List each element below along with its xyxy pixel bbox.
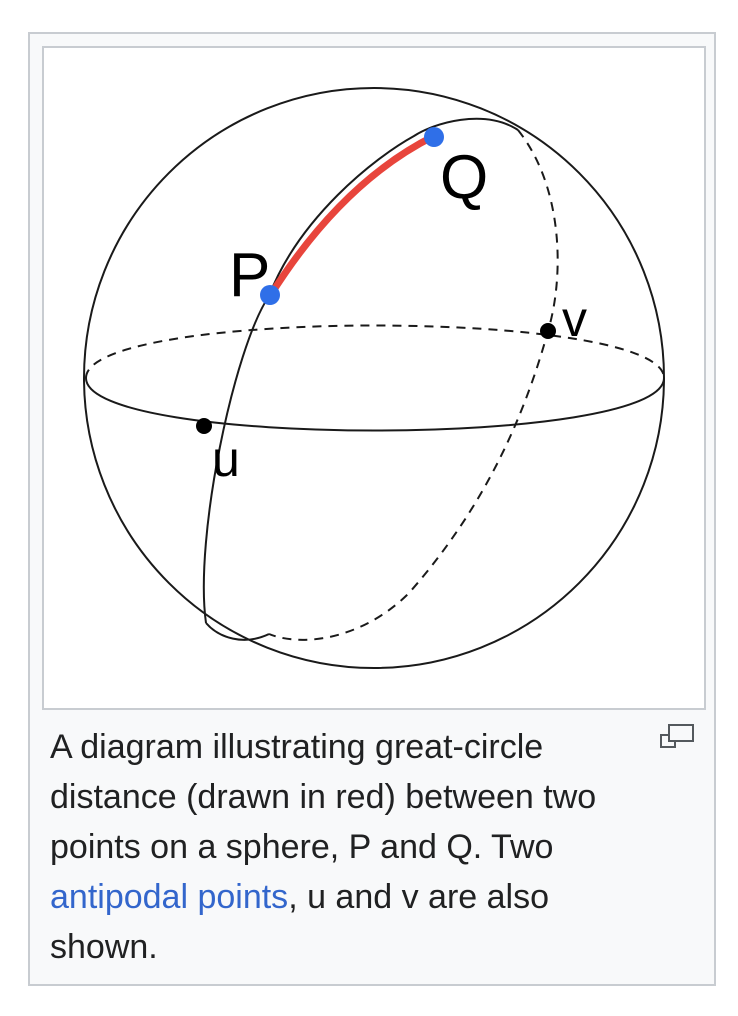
great-circle-front (202, 117, 519, 624)
caption-text-end: , u and v are also shown. (50, 878, 550, 966)
point-u (196, 418, 212, 434)
label-u: u (212, 431, 240, 487)
great-circle-distance-arc (266, 132, 438, 300)
great-circle-bottom (205, 622, 270, 641)
label-v: v (562, 291, 587, 347)
caption-text: A diagram illustrating great-circle dist… (50, 728, 597, 866)
equator-back (85, 324, 665, 379)
point-v (540, 323, 556, 339)
equator-front (85, 377, 665, 432)
magnify-icon[interactable] (660, 724, 694, 748)
figure-caption: A diagram illustrating great-circle dist… (50, 722, 650, 972)
point-p (260, 285, 280, 305)
antipodal-points-link[interactable]: antipodal points (50, 878, 289, 916)
figure-thumbnail: P Q u v A diagram illustrating great-cir… (28, 32, 716, 986)
label-q: Q (440, 143, 488, 212)
point-q (424, 127, 444, 147)
great-circle-back (268, 129, 559, 641)
label-p: P (229, 241, 270, 310)
sphere-diagram: P Q u v (83, 87, 665, 669)
diagram-image[interactable]: P Q u v (42, 46, 706, 710)
